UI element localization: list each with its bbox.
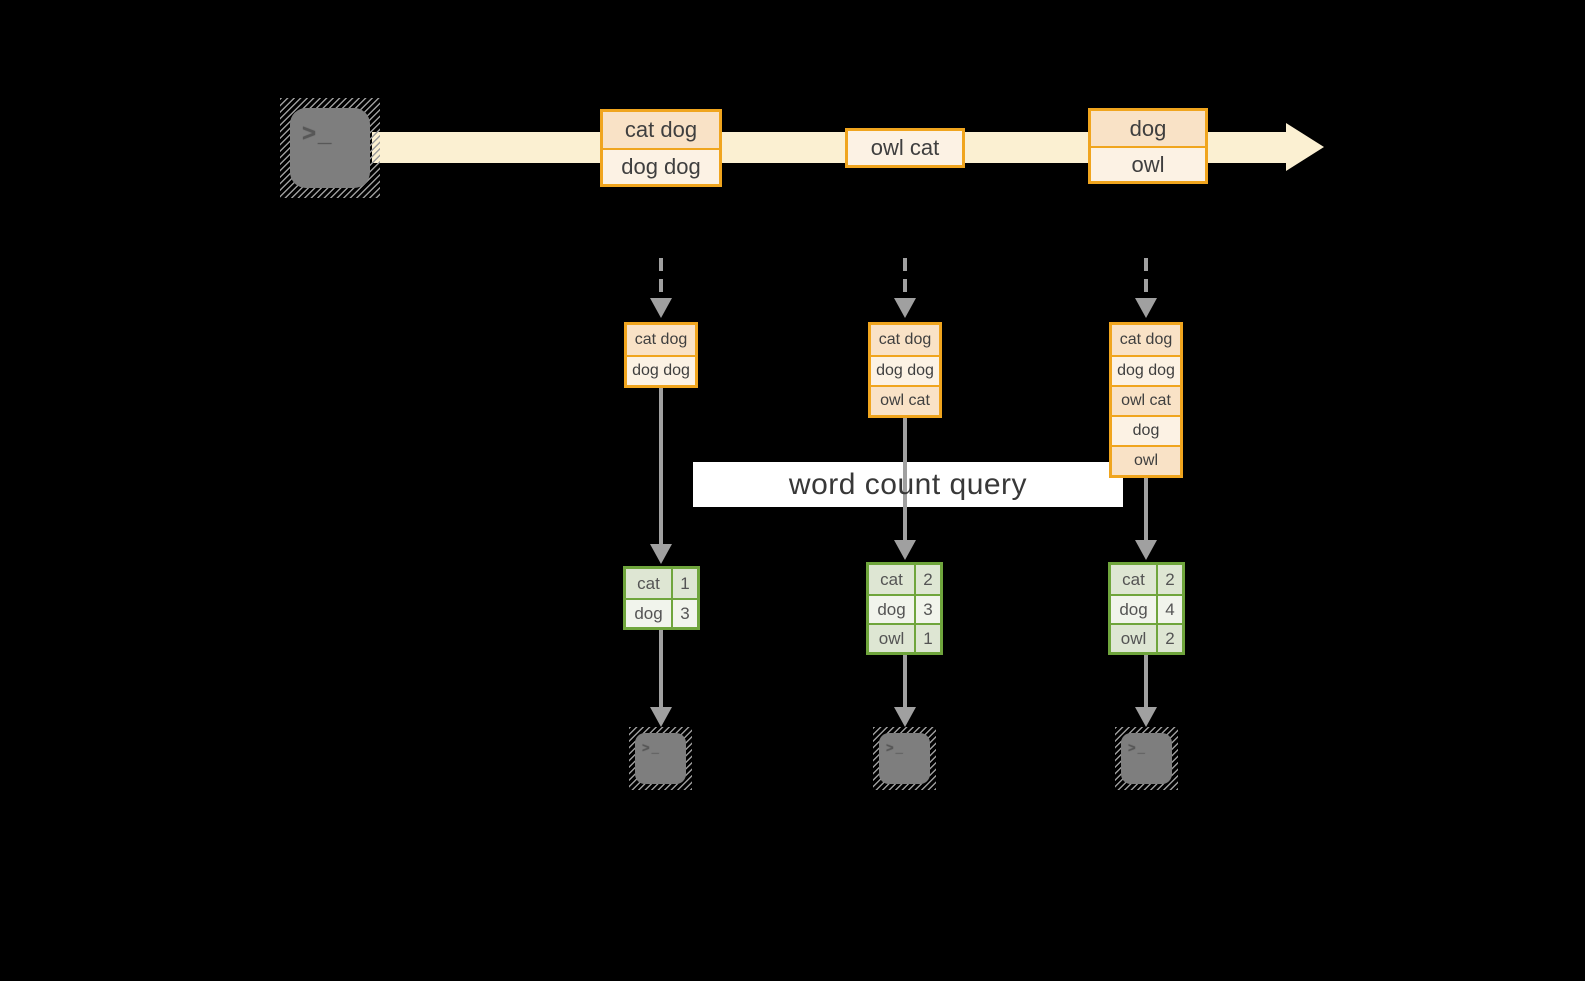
count-row: owl 1 xyxy=(869,623,940,652)
output-arrow-1 xyxy=(659,629,663,707)
count-row: cat 2 xyxy=(1111,565,1182,594)
count-row: dog 4 xyxy=(1111,594,1182,623)
terminal-prompt-glyph: >_ xyxy=(302,120,334,147)
query-input-arrow-1 xyxy=(659,386,663,544)
query-input-arrowhead-1 xyxy=(650,544,672,564)
count-cell: 1 xyxy=(671,569,697,598)
word-cell: cat xyxy=(626,569,671,598)
accumulated-events-3: cat dog dog dog owl cat dog owl xyxy=(1109,322,1183,478)
word-cell: dog xyxy=(869,596,914,623)
word-cell: cat xyxy=(1111,565,1156,594)
stream-event: owl cat xyxy=(848,131,962,165)
terminal-screen: >_ xyxy=(635,733,686,784)
query-input-arrow-3 xyxy=(1144,478,1148,540)
stream-event-batch-3: dog owl xyxy=(1088,108,1208,184)
accumulated-events-2: cat dog dog dog owl cat xyxy=(868,322,942,418)
query-input-arrow-2 xyxy=(903,418,907,540)
output-arrowhead-1 xyxy=(650,707,672,727)
buffered-event: cat dog xyxy=(871,325,939,355)
terminal-screen: >_ xyxy=(879,733,930,784)
output-arrowhead-3 xyxy=(1135,707,1157,727)
stream-event: owl xyxy=(1091,146,1205,181)
count-row: cat 1 xyxy=(626,569,697,598)
source-terminal-icon: >_ xyxy=(280,98,380,198)
ingest-arrow-1 xyxy=(659,258,663,298)
sink-terminal-icon-1: >_ xyxy=(629,727,692,790)
query-input-arrowhead-2 xyxy=(894,540,916,560)
word-count-table-1: cat 1 dog 3 xyxy=(623,566,700,630)
word-cell: owl xyxy=(869,625,914,652)
stream-event: cat dog xyxy=(603,112,719,148)
query-band xyxy=(693,462,1123,507)
count-cell: 1 xyxy=(914,625,940,652)
buffered-event: dog dog xyxy=(871,355,939,385)
buffered-event: dog dog xyxy=(1112,355,1180,385)
output-arrowhead-2 xyxy=(894,707,916,727)
count-row: dog 3 xyxy=(626,598,697,627)
ingest-arrow-2 xyxy=(903,258,907,298)
buffered-event: owl cat xyxy=(871,385,939,415)
ingest-arrowhead-3 xyxy=(1135,298,1157,318)
buffered-event: cat dog xyxy=(1112,325,1180,355)
stream-event: dog dog xyxy=(603,148,719,184)
count-cell: 3 xyxy=(671,600,697,627)
query-input-arrowhead-3 xyxy=(1135,540,1157,560)
accumulated-events-1: cat dog dog dog xyxy=(624,322,698,388)
terminal-screen: >_ xyxy=(1121,733,1172,784)
buffered-event: owl xyxy=(1112,445,1180,475)
output-arrow-3 xyxy=(1144,655,1148,707)
sink-terminal-icon-2: >_ xyxy=(873,727,936,790)
stream-event-batch-1: cat dog dog dog xyxy=(600,109,722,187)
ingest-arrowhead-1 xyxy=(650,298,672,318)
word-count-table-2: cat 2 dog 3 owl 1 xyxy=(866,562,943,655)
sink-terminal-icon-3: >_ xyxy=(1115,727,1178,790)
count-cell: 2 xyxy=(1156,625,1182,652)
word-cell: dog xyxy=(1111,596,1156,623)
terminal-prompt-glyph: >_ xyxy=(886,740,905,755)
stream-event-batch-2: owl cat xyxy=(845,128,965,168)
stream-event: dog xyxy=(1091,111,1205,146)
buffered-event: cat dog xyxy=(627,325,695,355)
output-arrow-2 xyxy=(903,655,907,707)
ingest-arrowhead-2 xyxy=(894,298,916,318)
count-row: cat 2 xyxy=(869,565,940,594)
buffered-event: dog dog xyxy=(627,355,695,385)
word-cell: dog xyxy=(626,600,671,627)
word-cell: cat xyxy=(869,565,914,594)
terminal-prompt-glyph: >_ xyxy=(1128,740,1147,755)
event-stream-arrowhead xyxy=(1286,123,1324,171)
word-cell: owl xyxy=(1111,625,1156,652)
buffered-event: dog xyxy=(1112,415,1180,445)
terminal-prompt-glyph: >_ xyxy=(642,740,661,755)
ingest-arrow-3 xyxy=(1144,258,1148,298)
buffered-event: owl cat xyxy=(1112,385,1180,415)
word-count-table-3: cat 2 dog 4 owl 2 xyxy=(1108,562,1185,655)
count-cell: 2 xyxy=(1156,565,1182,594)
count-cell: 3 xyxy=(914,596,940,623)
terminal-screen: >_ xyxy=(290,108,370,188)
count-row: owl 2 xyxy=(1111,623,1182,652)
query-label: word count query xyxy=(788,467,1028,501)
count-row: dog 3 xyxy=(869,594,940,623)
count-cell: 4 xyxy=(1156,596,1182,623)
count-cell: 2 xyxy=(914,565,940,594)
